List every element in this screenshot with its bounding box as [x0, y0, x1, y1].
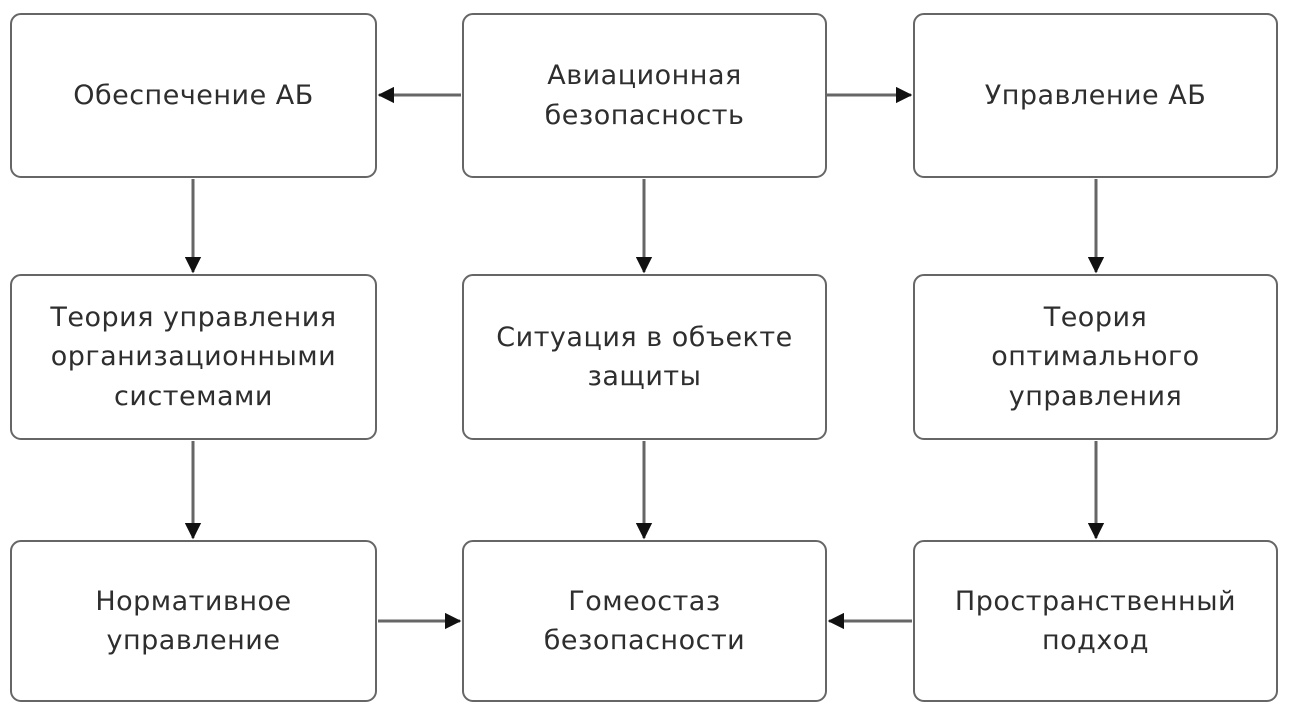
- node-spatial-approach: Пространственный подход: [913, 540, 1278, 702]
- node-protected-object-situation: Ситуация в объекте защиты: [462, 274, 827, 440]
- node-safety-homeostasis: Гомеостаз безопасности: [462, 540, 827, 702]
- node-aviation-security: Авиационная безопасность: [462, 13, 827, 178]
- node-normative-management: Нормативное управление: [10, 540, 377, 702]
- node-org-systems-control-theory: Теория управления организационными систе…: [10, 274, 377, 440]
- node-security-provision: Обеспечение АБ: [10, 13, 377, 178]
- node-security-management: Управление АБ: [913, 13, 1278, 178]
- node-optimal-control-theory: Теория оптимального управления: [913, 274, 1278, 440]
